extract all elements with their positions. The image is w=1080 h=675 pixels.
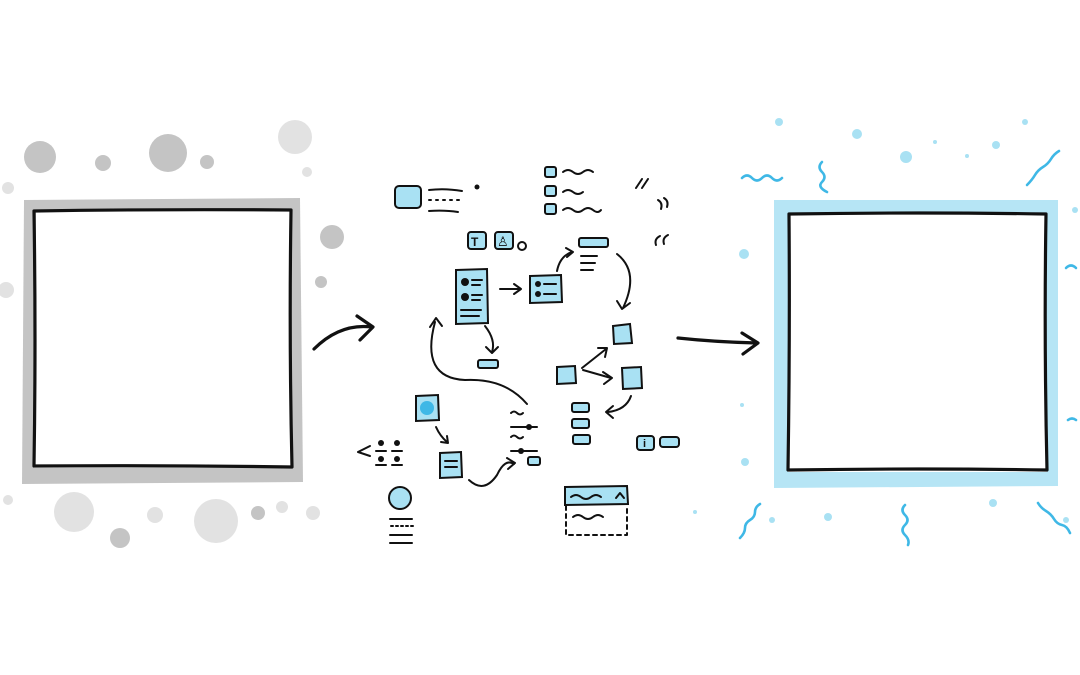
before-frame-inner (34, 210, 292, 468)
blue-dots (693, 118, 1078, 523)
arrow-middle-to-after (676, 331, 760, 356)
text-t-icon: T (471, 235, 479, 249)
small-pill (477, 359, 499, 369)
after-frame (786, 211, 1049, 472)
doc-card (439, 450, 516, 487)
arrow-profile-down (484, 325, 495, 353)
header-block (578, 237, 609, 271)
info-chip: i (636, 435, 680, 451)
middle-panel: T ♙ (357, 166, 680, 544)
arrow-list-up (556, 251, 573, 272)
after-frame-inner (788, 213, 1047, 472)
avatar-block (388, 486, 414, 544)
profile-card (455, 267, 490, 326)
arrow-loop (430, 321, 528, 405)
person-icon: ♙ (497, 235, 509, 250)
icon-row: T ♙ (467, 231, 527, 251)
chip-with-lines (394, 184, 480, 213)
blue-sparkles (738, 149, 1078, 547)
info-icon: i (643, 438, 646, 450)
before-panel (0, 120, 344, 548)
image-card (415, 393, 449, 444)
stacked-list (571, 402, 591, 445)
checkbox-list (544, 166, 602, 215)
list-card (529, 273, 564, 305)
quote-marks (635, 178, 669, 246)
after-panel (693, 118, 1078, 547)
before-frame (32, 208, 294, 469)
arrow-before-to-middle (312, 314, 375, 351)
arrow-curve-down (616, 253, 632, 309)
slider-group (510, 410, 541, 466)
dropdown-sketch (564, 484, 630, 536)
branch-cluster (556, 322, 644, 419)
gray-dots (0, 120, 344, 548)
people-icon (357, 440, 403, 466)
